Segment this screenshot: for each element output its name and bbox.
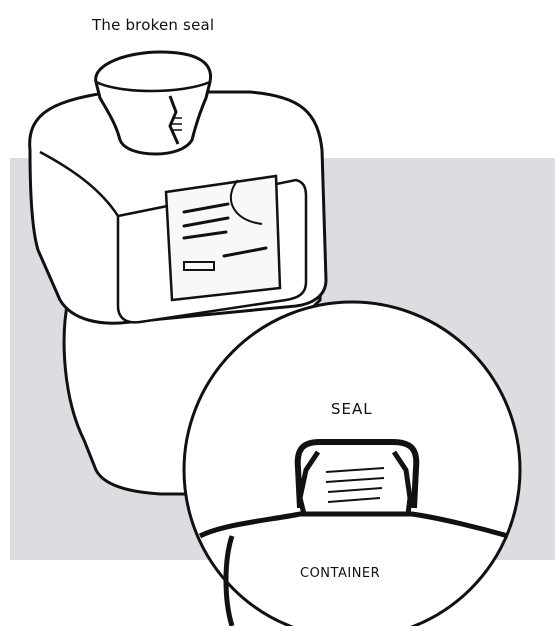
container-label: CONTAINER — [300, 566, 381, 581]
bottle-shoulder-line — [39, 150, 120, 217]
bottle-cap — [94, 50, 213, 156]
label-arc — [229, 179, 263, 225]
magnified-container — [198, 511, 509, 539]
label-text-marks — [182, 202, 268, 271]
magnified-container-wall-left — [223, 535, 235, 627]
cap-top-ring — [95, 80, 211, 93]
cap-broken-seal-crack — [168, 95, 180, 145]
broken-seal-label: The broken seal — [92, 16, 215, 34]
magnified-seal-threads — [325, 467, 385, 503]
magnifier-circle — [182, 300, 522, 631]
magnified-seal — [294, 439, 420, 509]
cap-thread-marks — [172, 117, 182, 131]
seal-label: SEAL — [331, 400, 373, 418]
